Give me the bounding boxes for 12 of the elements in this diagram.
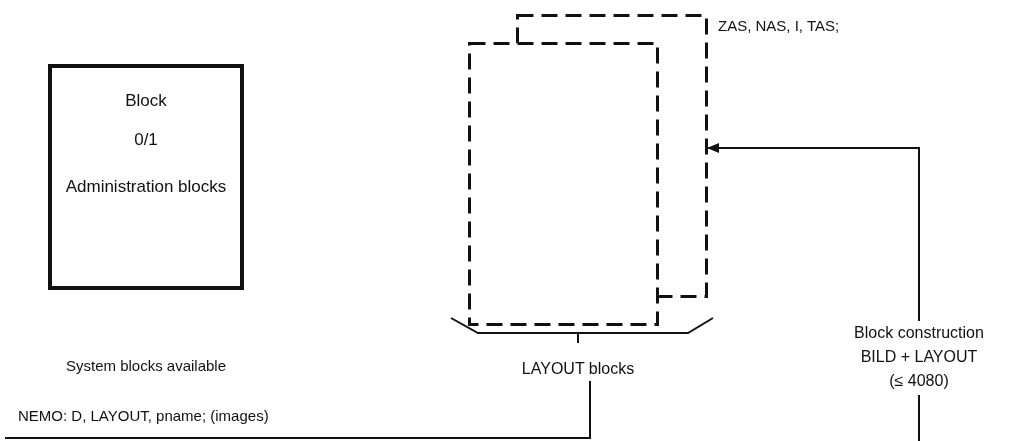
field-list-label: ZAS, NAS, I, TAS; [718,16,841,36]
caption: System blocks available [64,356,228,376]
dashed-sheet [468,42,659,326]
block-description: Administration blocks [64,176,228,198]
connector-line [918,394,920,441]
construction-label: Block construction BILD + LAYOUT (≤ 4080) [852,321,986,393]
administration-block-box [48,64,244,290]
block-number: 0/1 [133,129,159,151]
arrow [707,143,920,322]
layout-blocks-label: LAYOUT blocks [518,357,638,381]
connector-line [4,380,591,439]
block-title: Block [124,90,168,112]
